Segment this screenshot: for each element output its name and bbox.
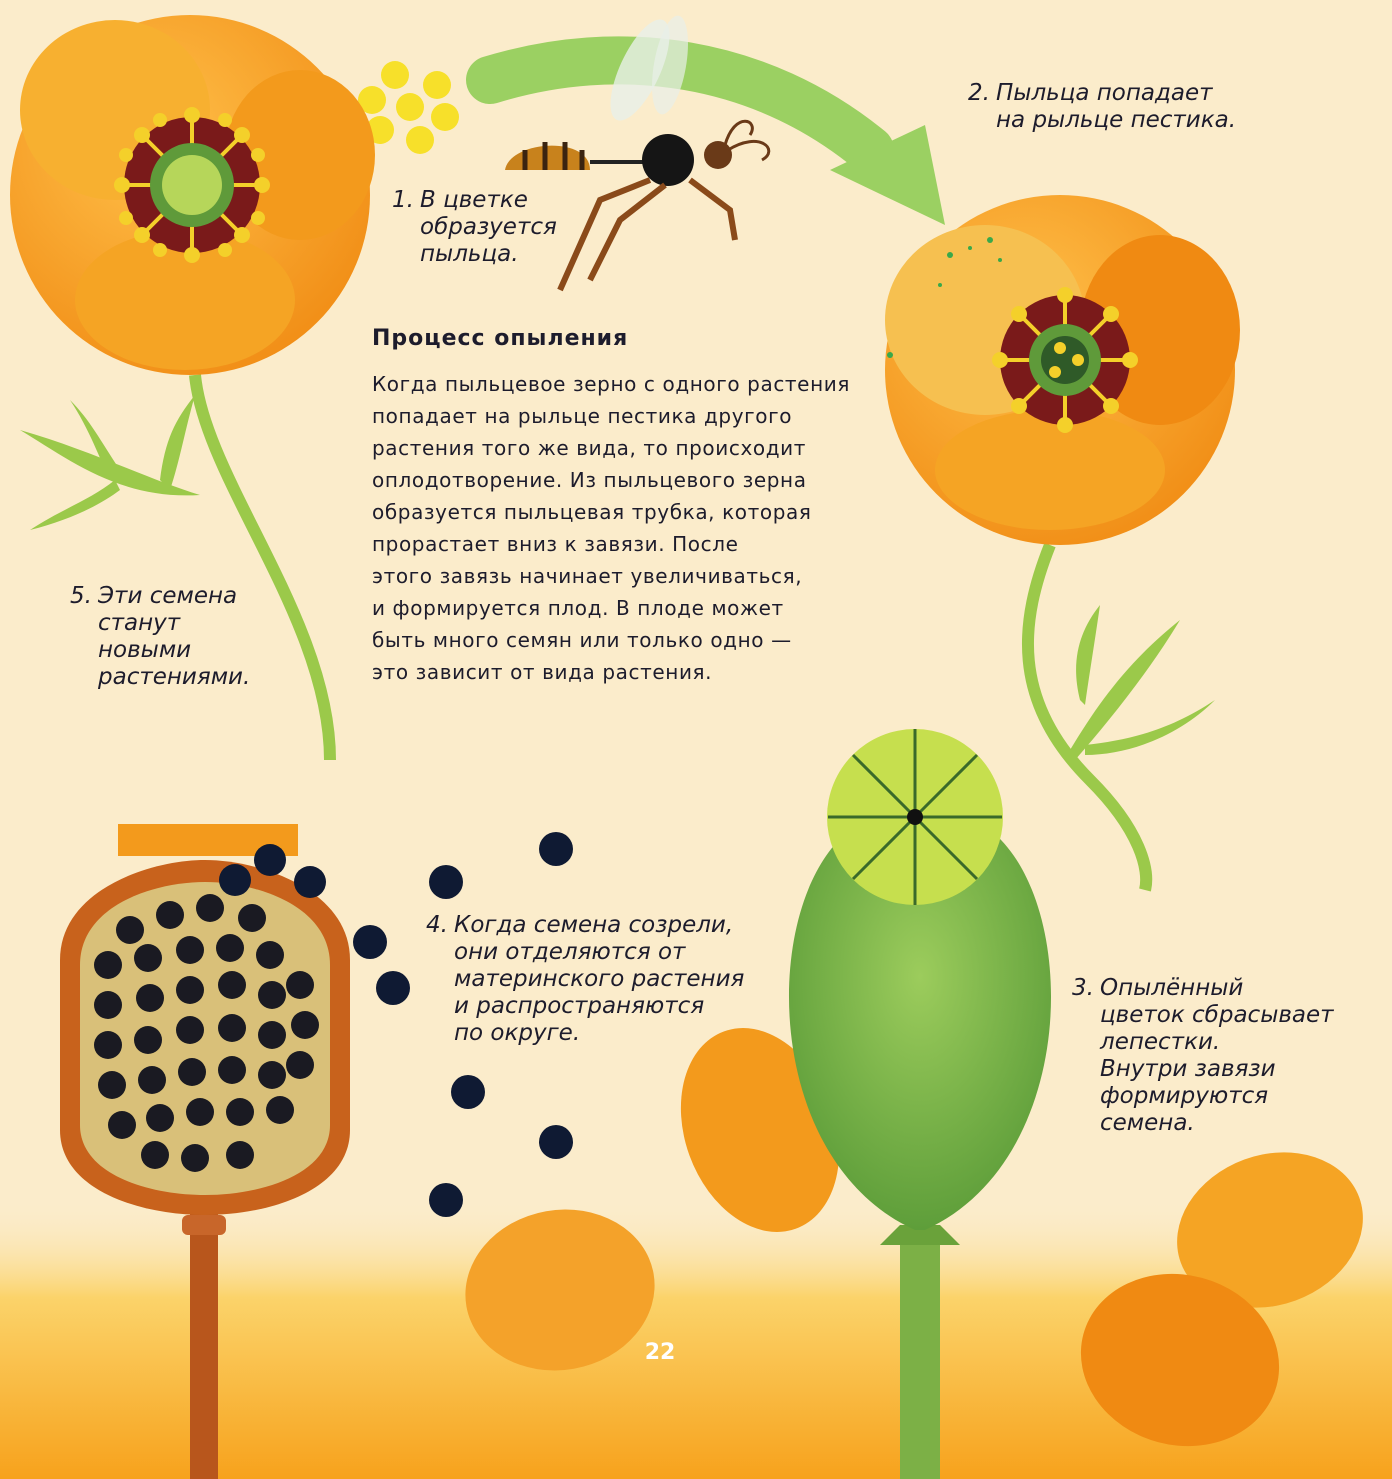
step-text: В цветке образуется пыльца.: [420, 187, 557, 268]
step-text: Пыльца попадает на рыльце пестика.: [996, 80, 1236, 134]
step-text: Эти семена станут новыми растениями.: [98, 583, 250, 691]
step-4-caption: 4. Когда семена созрели, они отделяются …: [426, 912, 744, 1047]
step-5-caption: 5. Эти семена станут новыми растениями.: [70, 583, 250, 691]
step-number: 4.: [426, 912, 454, 1047]
step-number: 3.: [1072, 975, 1100, 1137]
step-text: Когда семена созрели, они отделяются от …: [454, 912, 744, 1047]
step-1-caption: 1. В цветке образуется пыльца.: [392, 187, 557, 268]
step-number: 1.: [392, 187, 420, 268]
page-number: 22: [640, 1340, 680, 1365]
section-paragraph: Когда пыльцевое зерно с одного растения …: [372, 368, 892, 688]
step-number: 5.: [70, 583, 98, 691]
step-2-caption: 2. Пыльца попадает на рыльце пестика.: [968, 80, 1236, 134]
step-3-caption: 3. Опылённый цветок сбрасывает лепестки.…: [1072, 975, 1334, 1137]
step-text: Опылённый цветок сбрасывает лепестки. Вн…: [1100, 975, 1334, 1137]
section-title: Процесс опыления: [372, 326, 628, 351]
step-number: 2.: [968, 80, 996, 134]
